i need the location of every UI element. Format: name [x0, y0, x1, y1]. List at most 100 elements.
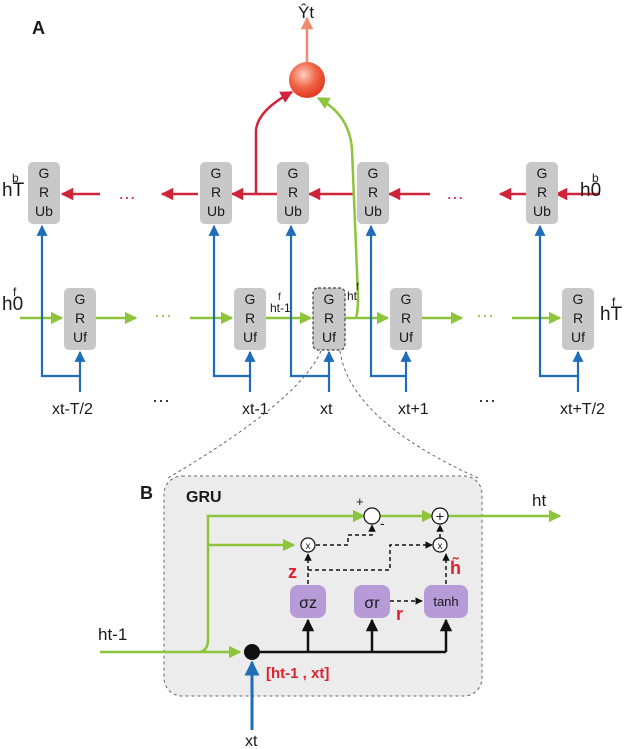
forward-to-output-arrow [316, 96, 360, 319]
output-node [289, 62, 325, 98]
gru-f-box-3-highlight: G R Uf [312, 287, 346, 351]
gru-b-box-2: G R Ub [200, 162, 232, 224]
svg-text:x: x [438, 541, 443, 552]
svg-text:R: R [324, 310, 334, 326]
svg-text:G: G [368, 165, 379, 181]
gru-f-box-1: G R Uf [64, 288, 96, 350]
gru-b-box-1: G R Ub [28, 162, 60, 224]
input-label-3: xt [320, 401, 333, 418]
svg-text:R: R [401, 310, 411, 326]
h-t-backward-sup: b [12, 171, 19, 185]
gru-b-box-4: G R Ub [357, 162, 389, 224]
svg-text:G: G [537, 165, 548, 181]
svg-text:G: G [324, 291, 335, 307]
input-label-1: xt-T/2 [52, 401, 93, 418]
input-label-5: xt+T/2 [560, 401, 605, 418]
h-0-forward-label: h0 [2, 294, 23, 315]
svg-text:R: R [39, 184, 49, 200]
gate-dashed-paths [304, 524, 450, 605]
svg-text:G: G [39, 165, 50, 181]
h-tm1-forward-sup: f [278, 292, 281, 303]
minus-sign-label: - [380, 515, 385, 531]
h-0-backward-sup: b [592, 171, 599, 185]
svg-text:R: R [368, 184, 378, 200]
gru-f-box-5: G R Uf [562, 288, 594, 350]
sigma-z-gate [290, 585, 326, 618]
r-label: r [396, 604, 403, 624]
output-label: Ŷt [298, 3, 314, 22]
svg-text:R: R [211, 184, 221, 200]
gru-cell-title: GRU [186, 489, 222, 506]
h-0-backward-label: h0 [580, 180, 601, 201]
forward-dots-right: ··· [476, 305, 494, 325]
h-prev-label: ht-1 [98, 625, 127, 644]
svg-text:Uf: Uf [399, 329, 413, 345]
tanh-label: tanh [433, 594, 458, 609]
svg-text:G: G [75, 291, 86, 307]
minus-node [363, 507, 381, 525]
forward-dots-left: ··· [154, 305, 172, 325]
h-tilde-label: h̃ [450, 556, 461, 578]
svg-text:R: R [288, 184, 298, 200]
concat-label: [ht-1 , xt] [266, 665, 329, 682]
svg-text:Ub: Ub [35, 203, 53, 219]
svg-text:R: R [245, 310, 255, 326]
svg-text:G: G [245, 291, 256, 307]
multiply-node-z [300, 537, 316, 553]
gru-b-box-3: G R Ub [277, 162, 309, 224]
svg-text:Ub: Ub [533, 203, 551, 219]
backward-dots-right: … [446, 183, 464, 203]
x-input-label: xt [245, 733, 258, 749]
panel-a-label: A [32, 18, 45, 38]
sigma-r-gate [354, 585, 390, 618]
panel-b-label: B [140, 483, 153, 503]
h-t-forward-sup: f [612, 295, 616, 309]
input-dots-left: ··· [152, 390, 170, 410]
svg-text:G: G [288, 165, 299, 181]
concat-bus [260, 618, 453, 654]
backward-to-output-arrow [254, 90, 294, 194]
svg-text:Uf: Uf [322, 329, 336, 345]
backward-dots-left: … [118, 183, 136, 203]
svg-text:G: G [401, 291, 412, 307]
sigma-z-label: σz [299, 595, 317, 612]
svg-text:Ub: Ub [364, 203, 382, 219]
h-0-forward-sup: f [13, 285, 17, 299]
svg-text:G: G [573, 291, 584, 307]
zoom-line-left [167, 350, 322, 479]
z-label: z [288, 562, 297, 582]
sigma-r-label: σr [364, 595, 380, 612]
input-connections [36, 224, 584, 392]
h-tm1-forward-label: ht-1 [270, 301, 291, 315]
zoom-line-right [339, 350, 479, 479]
gru-b-box-5: G R Ub [526, 162, 558, 224]
plus-sign-label: + [356, 494, 364, 509]
h-prev-paths [100, 509, 562, 659]
gru-f-box-4: G R Uf [390, 288, 422, 350]
h-t-forward-mid-label: ht [347, 289, 358, 303]
input-label-2: xt-1 [242, 401, 269, 418]
h-t-forward-label: hT [600, 304, 623, 325]
svg-text:G: G [211, 165, 222, 181]
svg-text:+: + [436, 508, 444, 524]
svg-text:Ub: Ub [207, 203, 225, 219]
svg-text:x: x [306, 541, 311, 552]
svg-text:R: R [537, 184, 547, 200]
multiply-node-h [432, 537, 448, 553]
plus-node [431, 507, 449, 525]
input-label-4: xt+1 [398, 401, 429, 418]
h-t-forward-mid-sup: f [356, 282, 359, 293]
h-t-backward-label: hT [2, 180, 25, 201]
concat-node [244, 644, 260, 660]
svg-text:Uf: Uf [571, 329, 585, 345]
h-out-label: ht [532, 491, 546, 510]
input-dots-right: ··· [478, 390, 496, 410]
svg-text:R: R [75, 310, 85, 326]
tanh-gate [424, 585, 468, 618]
svg-text:Uf: Uf [73, 329, 87, 345]
svg-text:Ub: Ub [284, 203, 302, 219]
gru-f-box-2: G R Uf [234, 288, 266, 350]
gru-cell-panel [163, 475, 483, 697]
svg-text:R: R [573, 310, 583, 326]
